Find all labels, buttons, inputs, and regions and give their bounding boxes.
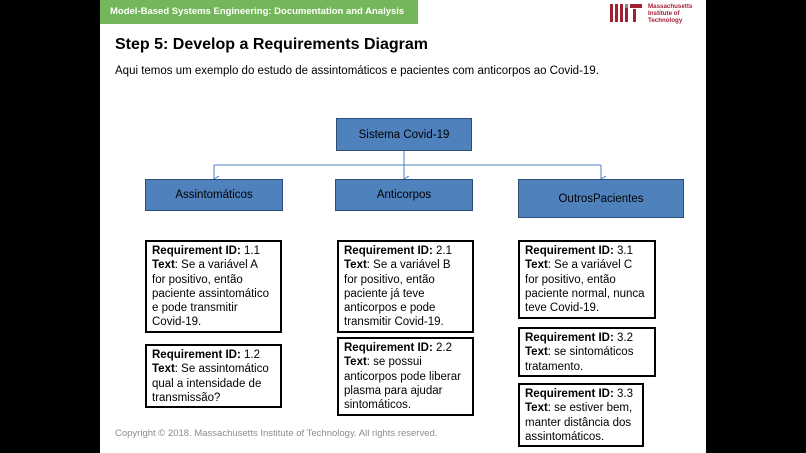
course-title: Model-Based Systems Engineering: Documen…	[110, 6, 405, 17]
requirement-2-1: Requirement ID: 2.1 Text: Se a variável …	[337, 240, 474, 333]
category-anticorpos: Anticorpos	[335, 179, 473, 211]
mit-wordmark: Massachusetts Institute of Technology	[648, 3, 693, 24]
root-node: Sistema Covid-19	[336, 118, 472, 151]
page-subtitle: Aqui temos um exemplo do estudo de assin…	[115, 65, 599, 77]
requirement-3-3: Requirement ID: 3.3 Text: se estiver bem…	[518, 383, 644, 447]
course-title-bar: Model-Based Systems Engineering: Documen…	[100, 0, 418, 24]
requirement-2-2: Requirement ID: 2.2 Text: se possui anti…	[337, 337, 474, 416]
page-title: Step 5: Develop a Requirements Diagram	[115, 36, 428, 53]
category-outros-pacientes: OutrosPacientes	[518, 179, 684, 218]
mit-logo-icon	[610, 4, 642, 22]
slide: Model-Based Systems Engineering: Documen…	[100, 0, 706, 453]
requirement-1-1: Requirement ID: 1.1 Text: Se a variável …	[145, 240, 282, 333]
category-assintomaticos: Assintomáticos	[145, 179, 283, 211]
connector-lines	[100, 151, 706, 453]
footer-copyright: Copyright © 2018. Massachusetts Institut…	[115, 428, 438, 439]
requirement-1-2: Requirement ID: 1.2 Text: Se assintomáti…	[145, 344, 282, 408]
requirement-3-1: Requirement ID: 3.1 Text: Se a variável …	[518, 240, 656, 319]
requirement-3-2: Requirement ID: 3.2 Text: se sintomático…	[518, 327, 656, 377]
